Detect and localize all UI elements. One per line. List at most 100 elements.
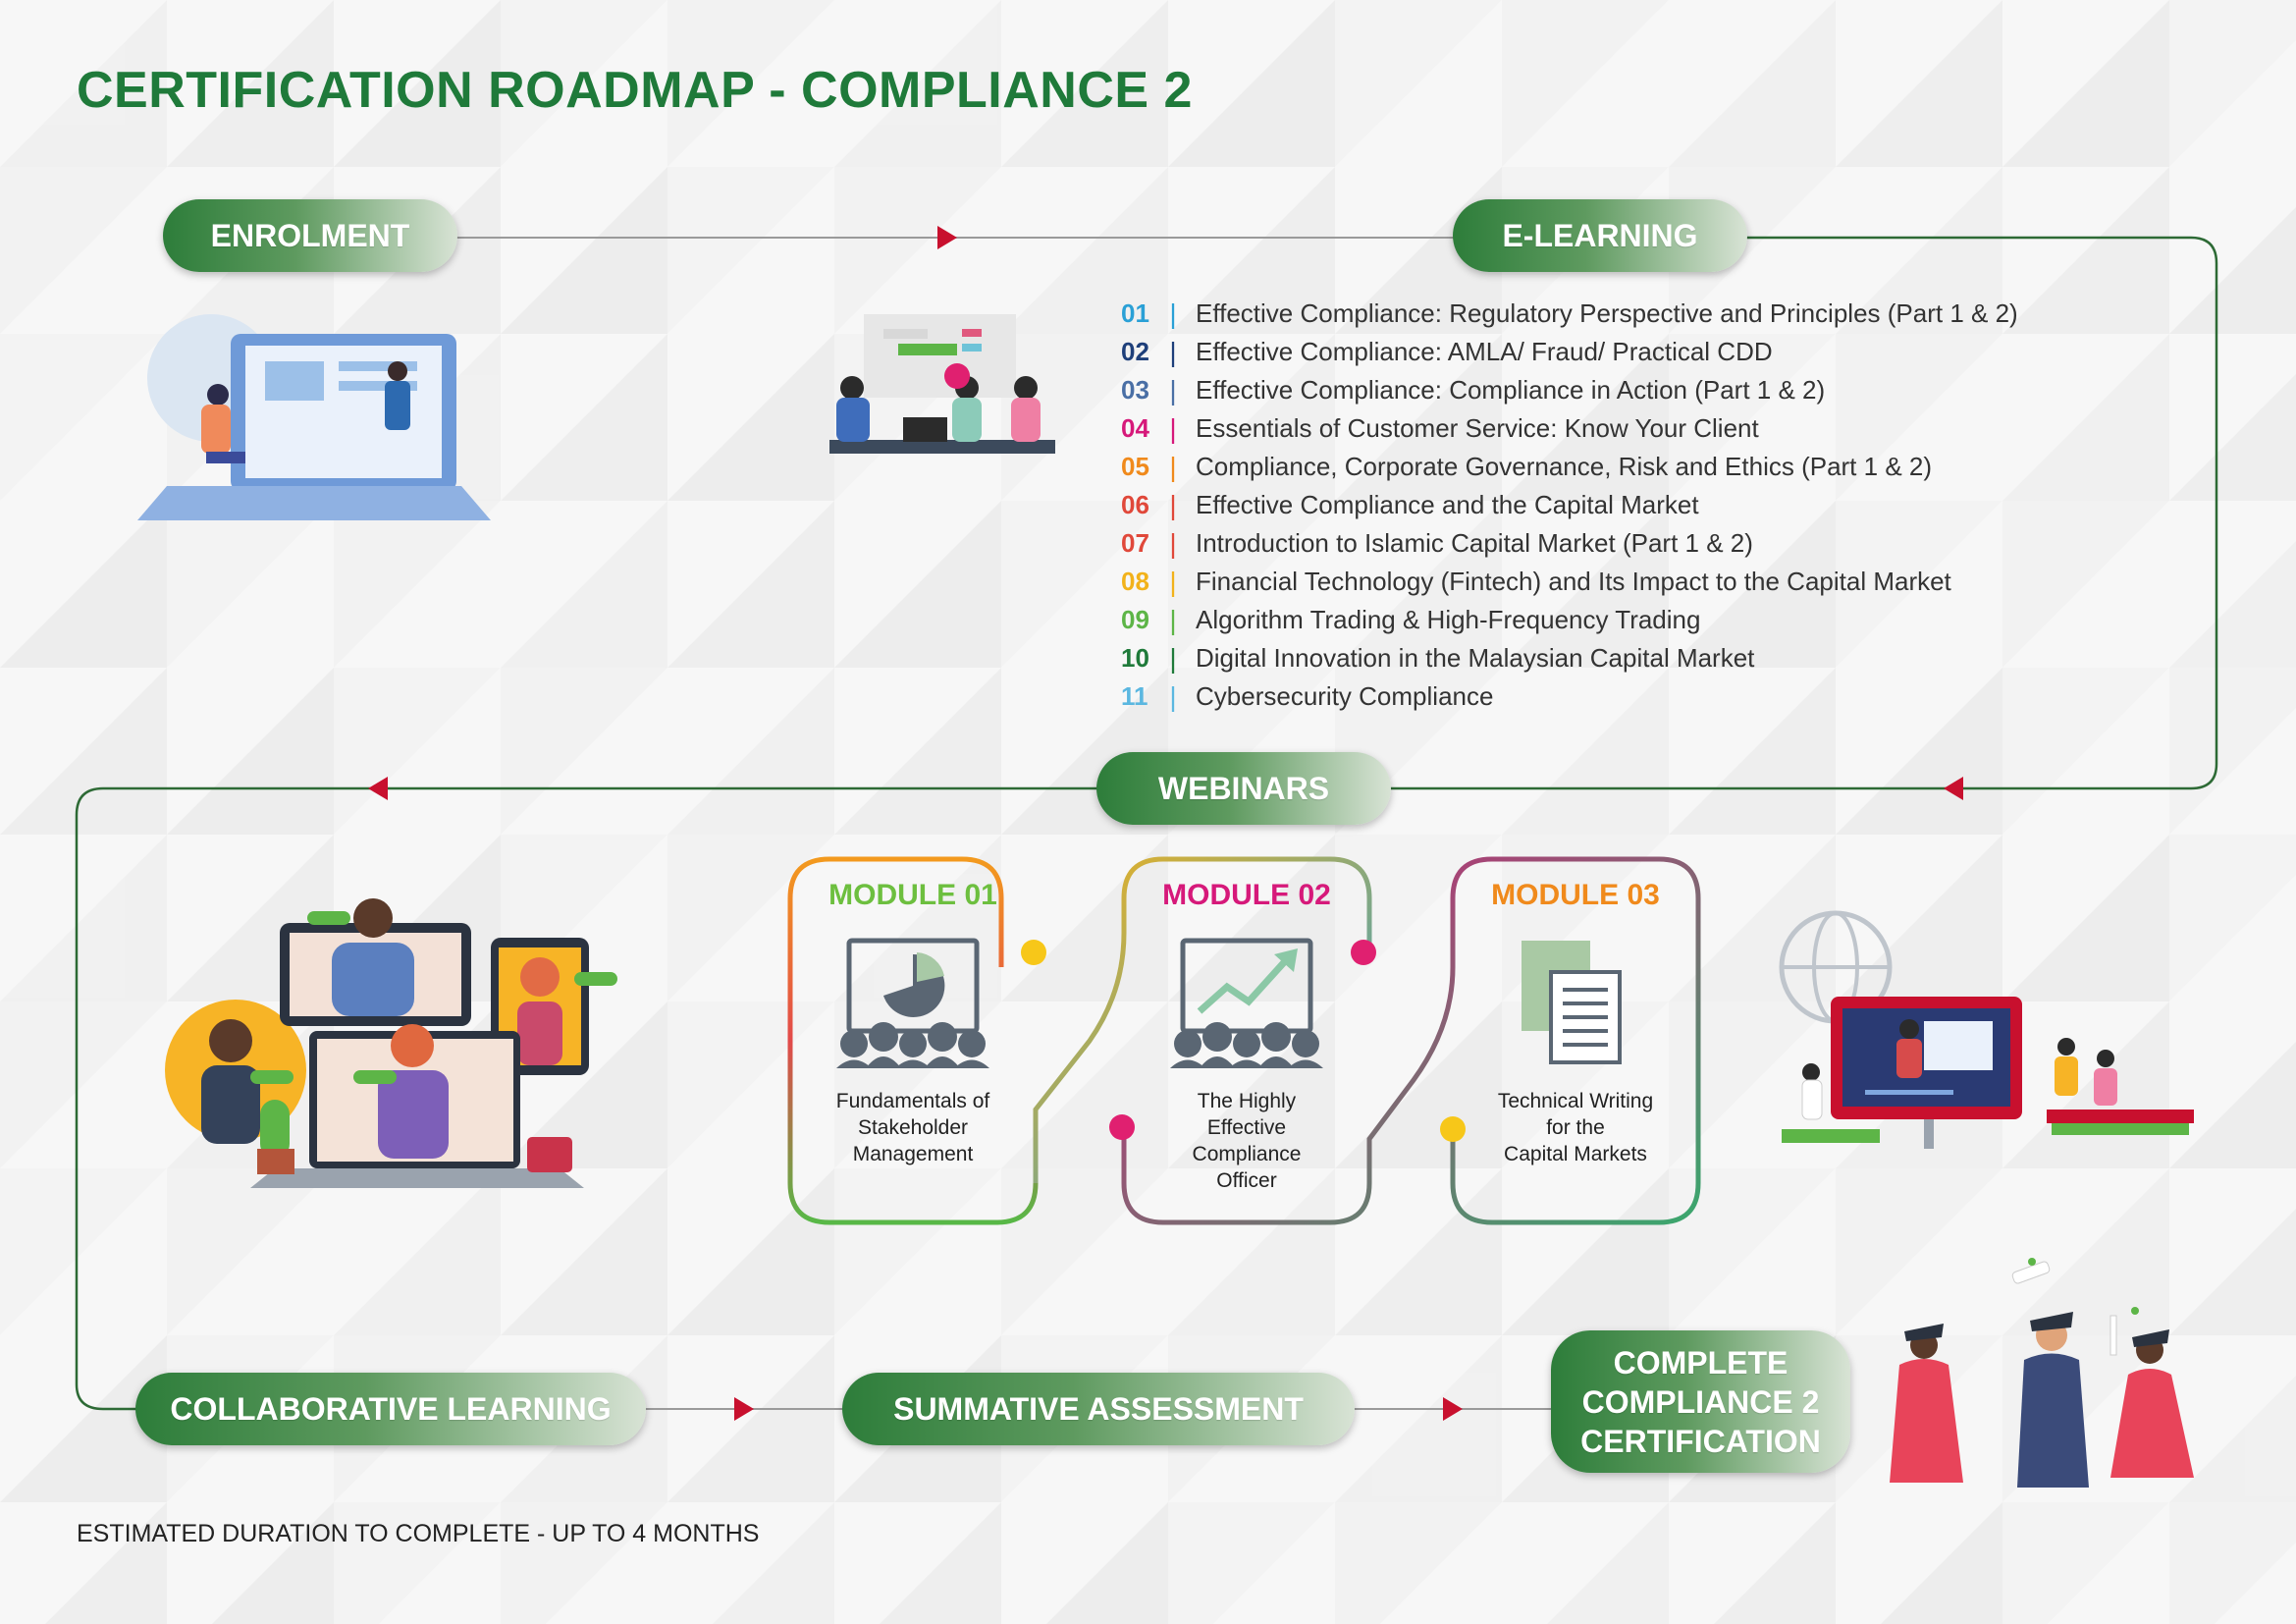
module-connector: [1033, 856, 1372, 1183]
course-row: 07 | Introduction to Islamic Capital Marke…: [1121, 524, 2083, 563]
stage-label-line: COMPLETE: [1613, 1344, 1789, 1380]
flow-line: [1389, 236, 2218, 790]
stage-label: COLLABORATIVE LEARNING: [170, 1390, 612, 1427]
module-01-description: Fundamentals of Stakeholder Management: [800, 1088, 1026, 1167]
module-03-description: Technical Writing for the Capital Market…: [1463, 1088, 1688, 1167]
elearning-illustration: [829, 314, 1055, 454]
elearning-course-list: 01 | Effective Compliance: Regulatory Pers…: [1121, 295, 2083, 716]
module-02-dot: [1351, 940, 1376, 965]
course-divider: |: [1169, 489, 1177, 520]
document-icon: [1522, 941, 1622, 1064]
course-number: 09: [1121, 605, 1149, 634]
course-number: 08: [1121, 567, 1149, 596]
course-title: Digital Innovation in the Malaysian Capi…: [1196, 643, 1755, 673]
course-title: Effective Compliance: AMLA/ Fraud/ Pract…: [1196, 337, 1773, 366]
module-desc-line: for the: [1546, 1116, 1605, 1139]
course-divider: |: [1169, 642, 1177, 674]
module-01-dot: [1021, 940, 1046, 965]
stage-label: E-LEARNING: [1502, 217, 1698, 253]
course-divider: |: [1169, 604, 1177, 635]
course-number: 06: [1121, 490, 1149, 519]
duration-footer: ESTIMATED DURATION TO COMPLETE - UP TO 4…: [77, 1520, 760, 1547]
presentation-growth-icon: [1180, 938, 1313, 1034]
course-title: Effective Compliance: Regulatory Perspec…: [1196, 298, 2018, 328]
graduation-illustration: [1890, 1258, 2194, 1488]
course-title: Effective Compliance: Compliance in Acti…: [1196, 375, 1826, 405]
stage-label: SUMMATIVE ASSESSMENT: [893, 1390, 1304, 1427]
module-desc-line: The Highly: [1197, 1090, 1297, 1112]
course-row: 02 | Effective Compliance: AMLA/ Fraud/ Pr…: [1121, 333, 2083, 371]
stage-complete-certification: COMPLETE COMPLIANCE 2 CERTIFICATION: [1551, 1330, 1850, 1473]
module-desc-line: Stakeholder: [857, 1116, 969, 1139]
course-row: 05 | Compliance, Corporate Governance, Ris…: [1121, 448, 2083, 486]
webinar-illustration: [1779, 910, 2194, 1149]
course-row: 09 | Algorithm Trading & High-Frequency Tr…: [1121, 601, 2083, 639]
stage-enrolment: ENROLMENT: [163, 199, 457, 272]
course-number: 03: [1121, 375, 1149, 405]
course-number: 11: [1121, 681, 1148, 711]
module-desc-line: Effective: [1206, 1116, 1287, 1139]
module-01-label: MODULE 01: [828, 879, 997, 911]
course-row: 11 | Cybersecurity Compliance: [1121, 677, 2083, 716]
course-row: 08 | Financial Technology (Fintech) and It…: [1121, 563, 2083, 601]
course-divider: |: [1169, 298, 1177, 329]
course-title: Introduction to Islamic Capital Market (…: [1196, 528, 1753, 558]
stage-elearning: E-LEARNING: [1453, 199, 1747, 272]
course-divider: |: [1169, 566, 1177, 597]
stage-summative-assessment: SUMMATIVE ASSESSMENT: [842, 1373, 1355, 1445]
course-divider: |: [1169, 336, 1177, 367]
course-divider: |: [1169, 412, 1177, 444]
module-desc-line: Technical Writing: [1497, 1090, 1654, 1112]
arrow-left-icon: [368, 777, 388, 800]
stage-label-line: CERTIFICATION: [1580, 1423, 1821, 1459]
collaborative-illustration: [165, 898, 617, 1188]
stage-label: WEBINARS: [1157, 770, 1330, 806]
arrow-left-icon: [1944, 777, 1963, 800]
course-row: 04 | Essentials of Customer Service: Know …: [1121, 409, 2083, 448]
module-01-frame: [787, 856, 1039, 1225]
course-number: 01: [1121, 298, 1149, 328]
audience-icon: [1170, 1022, 1323, 1068]
flow-line: [75, 786, 1097, 1411]
course-row: 03|Effective Compliance: Compliance in A…: [1121, 371, 2083, 409]
arrow-right-icon: [734, 1397, 754, 1421]
module-02-dot-bottom: [1109, 1114, 1135, 1140]
course-number: 07: [1121, 528, 1149, 558]
module-02-label: MODULE 02: [1162, 879, 1331, 911]
stage-webinars: WEBINARS: [1096, 752, 1391, 825]
arrow-right-icon: [1443, 1397, 1463, 1421]
arrow-right-icon: [937, 226, 957, 249]
course-number: 10: [1121, 643, 1149, 673]
course-divider: |: [1169, 451, 1177, 482]
course-row: 01 | Effective Compliance: Regulatory Pers…: [1121, 295, 2083, 333]
module-02-frame: [1121, 856, 1701, 1225]
course-number: 05: [1121, 452, 1149, 481]
module-03-dot: [1440, 1116, 1466, 1142]
course-title: Algorithm Trading & High-Frequency Tradi…: [1196, 605, 1701, 634]
module-desc-line: Capital Markets: [1504, 1143, 1647, 1165]
module-desc-line: Officer: [1216, 1169, 1277, 1192]
module-02-description: The Highly Effective Compliance Officer: [1134, 1088, 1360, 1194]
module-03-label: MODULE 03: [1491, 879, 1660, 911]
course-number: 02: [1121, 337, 1149, 366]
course-number: 04: [1121, 413, 1149, 443]
course-title: Compliance, Corporate Governance, Risk a…: [1196, 452, 1933, 481]
course-divider: |: [1169, 680, 1177, 712]
course-title: Financial Technology (Fintech) and Its I…: [1196, 567, 1951, 596]
module-desc-line: Fundamentals of: [835, 1090, 990, 1112]
audience-icon: [836, 1022, 989, 1068]
course-title: Essentials of Customer Service: Know You…: [1196, 413, 1759, 443]
course-title: Cybersecurity Compliance: [1196, 681, 1494, 711]
enrolment-illustration: [137, 314, 491, 520]
page-title: CERTIFICATION ROADMAP - COMPLIANCE 2: [77, 62, 1193, 119]
presentation-pie-icon: [846, 938, 980, 1034]
course-row: 06 | Effective Compliance and the Capital …: [1121, 486, 2083, 524]
course-title: Effective Compliance and the Capital Mar…: [1196, 490, 1699, 519]
course-divider: |: [1169, 527, 1177, 559]
stage-label-line: COMPLIANCE 2: [1581, 1383, 1820, 1420]
module-desc-line: Compliance: [1192, 1143, 1302, 1165]
stage-collaborative-learning: COLLABORATIVE LEARNING: [135, 1373, 646, 1445]
stage-label: ENROLMENT: [210, 217, 410, 253]
